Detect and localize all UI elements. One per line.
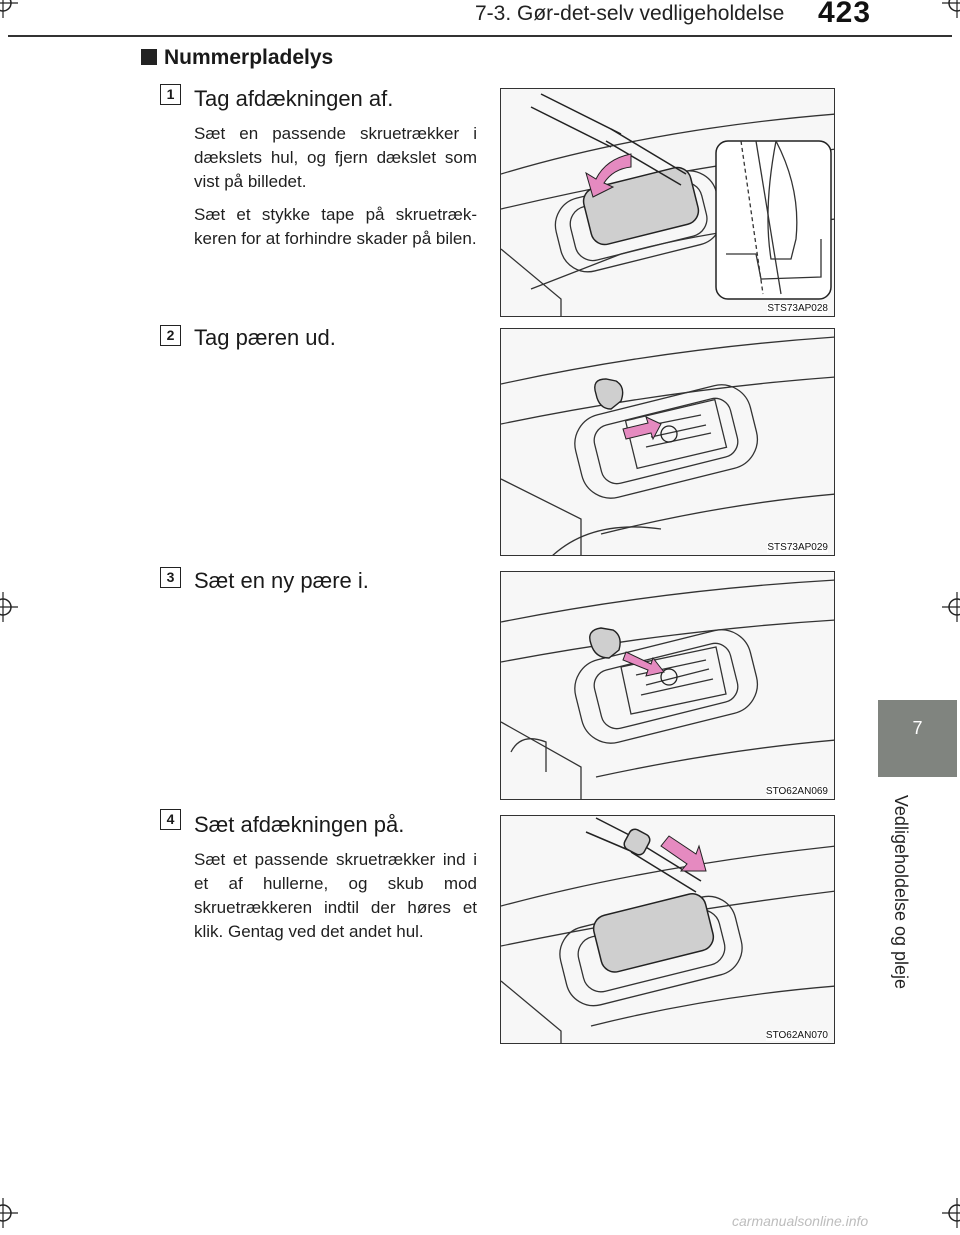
section-square-icon <box>141 49 157 65</box>
figure-code: STS73AP028 <box>767 303 828 314</box>
step-title: Sæt afdækningen på. <box>194 812 405 837</box>
crop-mark-icon <box>942 592 960 622</box>
figure-code: STO62AN069 <box>765 786 828 797</box>
chapter-tab <box>878 700 957 777</box>
step-description: Sæt et passende skruetrækker ind i et af… <box>194 848 477 953</box>
step-badge: 1 <box>160 84 181 105</box>
crop-mark-icon <box>942 0 960 18</box>
crop-mark-icon <box>0 0 18 18</box>
step-title: Tag pæren ud. <box>194 325 336 350</box>
step-title: Tag afdækningen af. <box>194 86 394 111</box>
arrow-icon <box>660 835 707 872</box>
step-figure: STO62AN070 <box>500 815 835 1044</box>
page-number: 423 <box>818 0 872 29</box>
section-heading: Nummerpladelys <box>141 46 333 70</box>
arrow-icon <box>585 153 632 198</box>
step-paragraph: Sæt et stykke tape på skruetræk-keren fo… <box>194 205 477 248</box>
section-heading-text: Nummerpladelys <box>164 46 334 69</box>
bulb-icon <box>589 627 678 686</box>
header-rule <box>8 35 952 37</box>
crop-mark-icon <box>0 1198 18 1228</box>
cover-icon <box>592 893 715 973</box>
crop-mark-icon <box>942 1198 960 1228</box>
footer-watermark: carmanualsonline.info <box>732 1213 869 1229</box>
step-badge: 3 <box>160 567 181 588</box>
step-badge: 4 <box>160 809 181 830</box>
figure-code: STS73AP029 <box>767 542 828 553</box>
step-description: Sæt en passende skruetrækker i dækslets … <box>194 122 477 260</box>
screwdriver-icon <box>585 817 702 893</box>
step-figure: STO62AN069 <box>500 571 835 800</box>
step-title: Sæt en ny pære i. <box>194 568 369 593</box>
step-paragraph: Sæt et passende skruetrækker ind i et af… <box>194 850 477 941</box>
crop-mark-icon <box>0 592 18 622</box>
arrow-icon <box>622 651 665 677</box>
screwdriver-icon <box>530 93 687 186</box>
step-paragraph: Sæt en passende skruetrækker i dækslets … <box>194 124 477 191</box>
header-title: 7-3. Gør-det-selv vedligeholdelse <box>475 2 785 25</box>
step-figure: STS73AP028 <box>500 88 835 317</box>
arrow-icon <box>622 416 662 441</box>
chapter-tab-label: Vedligeholdelse og pleje <box>891 794 911 990</box>
figure-code: STO62AN070 <box>765 1030 828 1041</box>
bulb-icon <box>594 378 678 443</box>
chapter-tab-number: 7 <box>912 718 923 738</box>
step-figure: STS73AP029 <box>500 328 835 556</box>
step-badge: 2 <box>160 325 181 346</box>
